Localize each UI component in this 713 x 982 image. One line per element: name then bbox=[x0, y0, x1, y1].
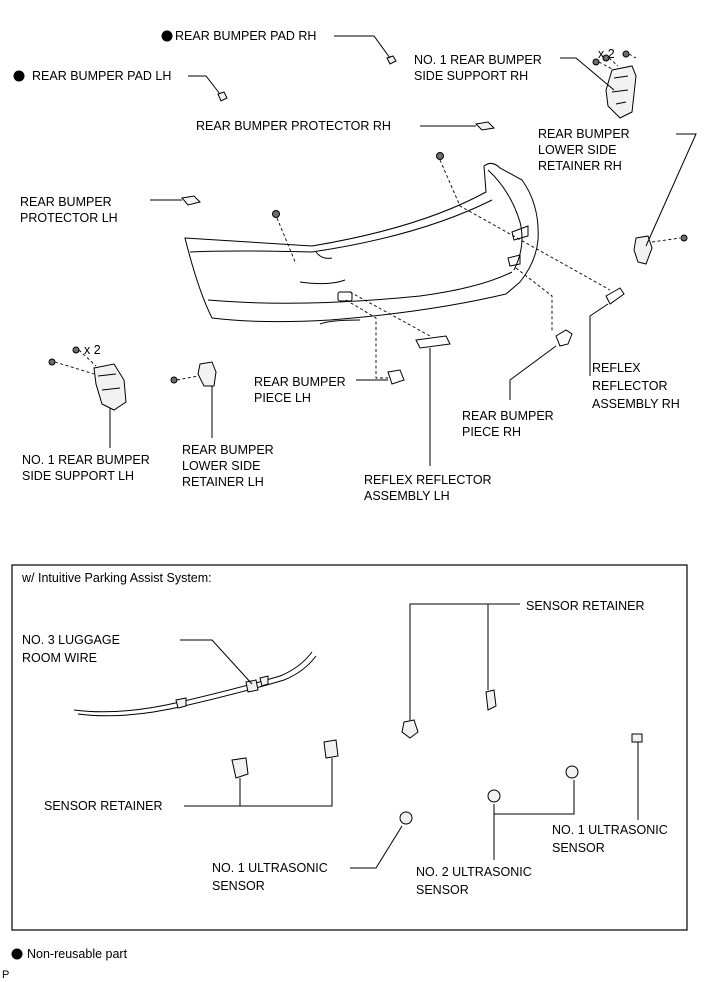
label-sensor-retainer-top: SENSOR RETAINER bbox=[526, 599, 645, 613]
sensor-retainer-left: SENSOR RETAINER bbox=[44, 739, 339, 813]
label-lower-retainer-rh-3: RETAINER RH bbox=[538, 159, 622, 173]
label-ultra1-left-1: NO. 1 ULTRASONIC bbox=[212, 861, 328, 875]
lower-side-retainer-lh: REAR BUMPER LOWER SIDE RETAINER LH bbox=[170, 361, 274, 489]
label-lower-retainer-rh-2: LOWER SIDE bbox=[538, 143, 617, 157]
label-lower-retainer-lh-1: REAR BUMPER bbox=[182, 443, 274, 457]
label-luggage-wire-2: ROOM WIRE bbox=[22, 651, 97, 665]
label-qty-lh: x 2 bbox=[84, 343, 101, 357]
label-side-support-lh-1: NO. 1 REAR BUMPER bbox=[22, 453, 150, 467]
label-ultra1-left-2: SENSOR bbox=[212, 879, 265, 893]
label-lower-retainer-lh-2: LOWER SIDE bbox=[182, 459, 261, 473]
label-ultra1-right-1: NO. 1 ULTRASONIC bbox=[552, 823, 668, 837]
label-reflector-rh-3: ASSEMBLY RH bbox=[592, 397, 680, 411]
label-rear-bumper-pad-lh: REAR BUMPER PAD LH bbox=[32, 69, 171, 83]
label-side-support-lh-2: SIDE SUPPORT LH bbox=[22, 469, 134, 483]
bumper-clips bbox=[272, 152, 611, 291]
rear-bumper-pad-lh: REAR BUMPER PAD LH bbox=[13, 69, 228, 102]
label-ultra2-2: SENSOR bbox=[416, 883, 469, 897]
parking-assist-box: w/ Intuitive Parking Assist System: SENS… bbox=[11, 564, 688, 931]
label-piece-rh-1: REAR BUMPER bbox=[462, 409, 554, 423]
rear-bumper-piece-rh: REAR BUMPER PIECE RH bbox=[462, 267, 573, 439]
lower-side-retainer-rh: REAR BUMPER LOWER SIDE RETAINER RH bbox=[538, 127, 697, 265]
label-reflector-lh-1: REFLEX REFLECTOR bbox=[364, 473, 492, 487]
rear-bumper-protector-lh: REAR BUMPER PROTECTOR LH bbox=[20, 195, 201, 225]
label-rear-bumper-protector-rh: REAR BUMPER PROTECTOR RH bbox=[196, 119, 391, 133]
rear-bumper-cover bbox=[184, 162, 539, 325]
label-piece-lh-1: REAR BUMPER bbox=[254, 375, 346, 389]
rear-bumper-pad-rh: REAR BUMPER PAD RH bbox=[161, 29, 397, 65]
non-reusable-marker bbox=[13, 70, 25, 82]
label-reflector-rh-2: REFLECTOR bbox=[592, 379, 667, 393]
box-title: w/ Intuitive Parking Assist System: bbox=[21, 571, 212, 585]
legend: Non-reusable part bbox=[11, 947, 128, 961]
label-protector-lh-1: REAR BUMPER bbox=[20, 195, 112, 209]
label-reflector-lh-2: ASSEMBLY LH bbox=[364, 489, 450, 503]
label-reflector-rh-1: REFLEX bbox=[592, 361, 641, 375]
reflex-reflector-rh: REFLEX REFLECTOR ASSEMBLY RH bbox=[589, 287, 680, 411]
label-protector-lh-2: PROTECTOR LH bbox=[20, 211, 118, 225]
reflex-reflector-lh: REFLEX REFLECTOR ASSEMBLY LH bbox=[349, 291, 492, 503]
rear-bumper-protector-rh: REAR BUMPER PROTECTOR RH bbox=[196, 119, 496, 133]
label-lower-retainer-lh-3: RETAINER LH bbox=[182, 475, 264, 489]
rear-bumper-piece-lh: REAR BUMPER PIECE LH bbox=[254, 299, 405, 405]
label-rear-bumper-pad-rh: REAR BUMPER PAD RH bbox=[175, 29, 316, 43]
ultrasonic-sensor-2: NO. 2 ULTRASONIC SENSOR bbox=[416, 765, 579, 897]
label-luggage-wire-1: NO. 3 LUGGAGE bbox=[22, 633, 120, 647]
non-reusable-marker bbox=[161, 30, 173, 42]
label-ultra2-1: NO. 2 ULTRASONIC bbox=[416, 865, 532, 879]
label-sensor-retainer-left: SENSOR RETAINER bbox=[44, 799, 163, 813]
footer-code: P bbox=[2, 969, 9, 981]
label-side-support-rh-1: NO. 1 REAR BUMPER bbox=[414, 53, 542, 67]
label-piece-rh-2: PIECE RH bbox=[462, 425, 521, 439]
label-piece-lh-2: PIECE LH bbox=[254, 391, 311, 405]
label-qty-rh: x 2 bbox=[598, 47, 615, 61]
label-lower-retainer-rh-1: REAR BUMPER bbox=[538, 127, 630, 141]
side-support-lh: x 2 NO. 1 REAR BUMPER SIDE SUPPORT LH bbox=[22, 343, 150, 483]
side-support-rh: NO. 1 REAR BUMPER SIDE SUPPORT RH x 2 bbox=[414, 47, 637, 119]
label-ultra1-right-2: SENSOR bbox=[552, 841, 605, 855]
luggage-room-wire: NO. 3 LUGGAGE ROOM WIRE bbox=[22, 633, 317, 717]
label-side-support-rh-2: SIDE SUPPORT RH bbox=[414, 69, 528, 83]
sensor-retainer-top: SENSOR RETAINER bbox=[401, 599, 645, 739]
ultrasonic-sensor-1-right: NO. 1 ULTRASONIC SENSOR bbox=[552, 733, 668, 855]
legend-non-reusable: Non-reusable part bbox=[27, 947, 128, 961]
non-reusable-marker bbox=[11, 948, 23, 960]
ultrasonic-sensor-1-left: NO. 1 ULTRASONIC SENSOR bbox=[212, 811, 413, 893]
